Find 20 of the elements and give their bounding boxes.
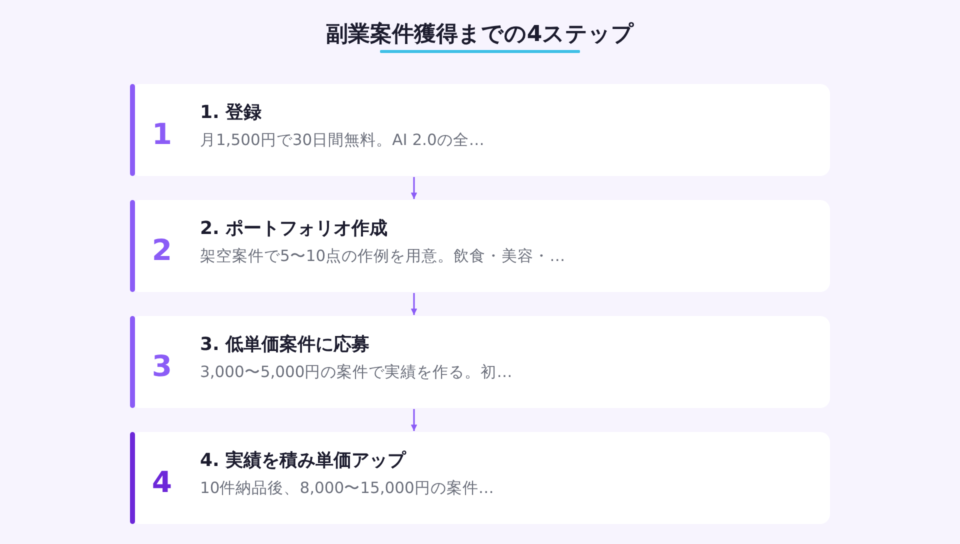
step-number: 3 (150, 349, 174, 383)
step-card (130, 200, 830, 292)
step-description: 架空案件で5〜10点の作例を用意。飲食・美容・… (200, 246, 566, 267)
step-card (130, 316, 830, 408)
diagram-title: 副業案件獲得までの4ステップ (326, 22, 634, 48)
step-heading: 3. 低単価案件に応募 (200, 333, 370, 357)
step-card (130, 432, 830, 524)
step-heading: 4. 実績を積み単価アップ (200, 449, 406, 473)
step-card (130, 84, 830, 176)
step-heading: 1. 登録 (200, 101, 262, 125)
step-description: 月1,500円で30日間無料。AI 2.0の全… (200, 130, 484, 151)
step-description: 3,000〜5,000円の案件で実績を作る。初… (200, 362, 512, 383)
step-heading: 2. ポートフォリオ作成 (200, 217, 388, 241)
connector-arrow (410, 409, 418, 431)
step-number: 4 (150, 465, 174, 499)
step-description: 10件納品後、8,000〜15,000円の案件… (200, 478, 494, 499)
step-number: 2 (150, 233, 174, 267)
step-number: 1 (150, 117, 174, 151)
connector-arrow (410, 293, 418, 315)
connector-arrow (410, 177, 418, 199)
